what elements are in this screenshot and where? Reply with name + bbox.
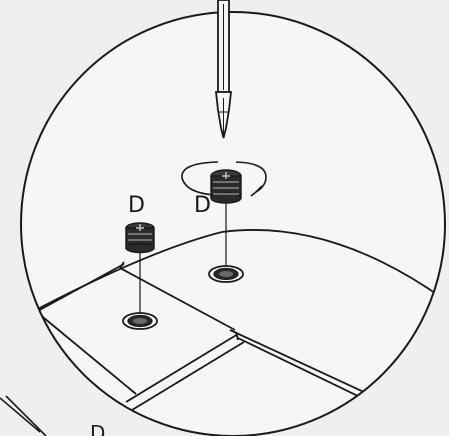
threaded-hole-icon	[209, 266, 243, 282]
exterior-panel-edge	[0, 396, 46, 436]
insert-label-left: D	[128, 193, 145, 218]
threaded-insert-icon	[211, 170, 241, 203]
threaded-insert-icon	[126, 223, 154, 253]
threaded-hole-icon	[123, 313, 157, 329]
insert-label-bottom: D	[90, 421, 105, 436]
detail-magnifier-circle	[21, 12, 445, 436]
insert-label-right: D	[194, 193, 211, 218]
